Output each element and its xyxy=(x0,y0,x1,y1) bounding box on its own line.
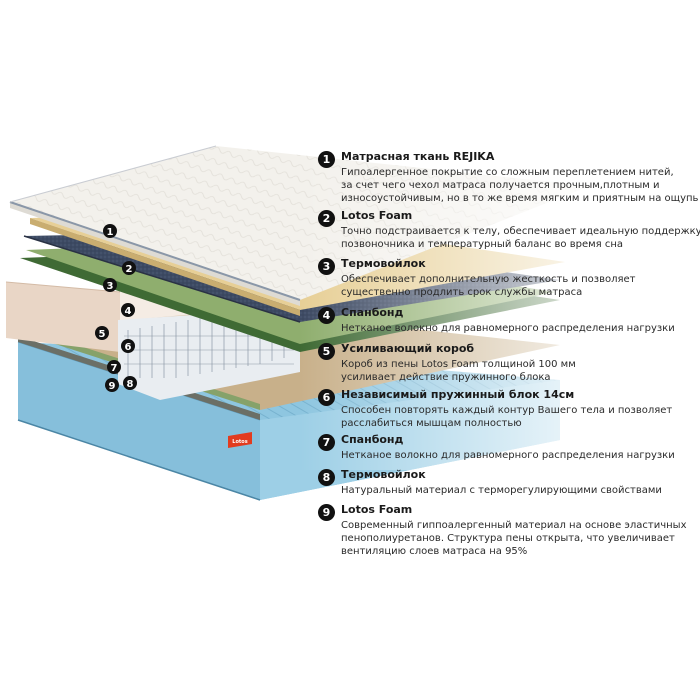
layer-badge-4-label: 4 xyxy=(125,306,132,317)
layer-title: Спанбонд xyxy=(341,306,404,319)
layer-badge-4: 4 xyxy=(121,303,135,317)
layer-description: Нетканое волокно для равномерного распре… xyxy=(341,323,675,334)
layer-badge-5-label: 5 xyxy=(99,329,106,340)
layer-title: Матрасная ткань REJIKA xyxy=(341,150,495,163)
layer-number-7: 7 xyxy=(318,434,335,451)
layer-badge-5: 5 xyxy=(95,326,109,340)
layer-title: Термовойлок xyxy=(341,257,426,270)
layer-badge-7: 7 xyxy=(107,360,121,374)
layer-number-2: 2 xyxy=(318,210,335,227)
layer-description: Гипоалергенное покрытие со сложным переп… xyxy=(341,167,699,204)
layer-badge-2: 2 xyxy=(122,261,136,275)
layer-title: Lotos Foam xyxy=(341,209,413,222)
brand-tag: Lotos xyxy=(228,432,252,448)
layer-number-1: 1 xyxy=(318,151,335,168)
layer-number-4: 4 xyxy=(318,307,335,324)
layer-description: Способен повторять каждый контур Вашего … xyxy=(341,405,673,429)
layer-title: Спанбонд xyxy=(341,433,404,446)
layer-badge-8-label: 8 xyxy=(127,379,134,390)
layer-badge-9: 9 xyxy=(105,378,119,392)
layer-description: Натуральный материал с терморегулирующим… xyxy=(341,485,662,496)
layer-number-5: 5 xyxy=(318,343,335,360)
layer-description: Нетканое волокно для равномерного распре… xyxy=(341,450,675,461)
layer-title: Независимый пружинный блок 14см xyxy=(341,388,575,401)
layer-badge-3-label: 3 xyxy=(107,281,114,292)
layer-badge-8: 8 xyxy=(123,376,137,390)
layer-badge-6: 6 xyxy=(121,339,135,353)
layer-description: Современный гиппоалергенный материал на … xyxy=(341,520,687,557)
layer-badge-1: 1 xyxy=(103,224,117,238)
brand-tag-label: Lotos xyxy=(232,439,247,445)
layer-title: Усиливающий короб xyxy=(341,342,475,355)
layer-description: Короб из пены Lotos Foam толщиной 100 мм… xyxy=(341,359,576,383)
layer-number-3: 3 xyxy=(318,258,335,275)
layer-number-8: 8 xyxy=(318,469,335,486)
layer-description: Обеспечивает дополнительную жесткость и … xyxy=(341,274,636,298)
layer-number-9: 9 xyxy=(318,504,335,521)
layer-badge-1-label: 1 xyxy=(107,227,114,238)
layer-title: Термовойлок xyxy=(341,468,426,481)
layer-badge-3: 3 xyxy=(103,278,117,292)
layer-badge-6-label: 6 xyxy=(125,342,132,353)
layer-badge-9-label: 9 xyxy=(109,381,116,392)
layer-title: Lotos Foam xyxy=(341,503,413,516)
layer-number-6: 6 xyxy=(318,389,335,406)
layer-badge-7-label: 7 xyxy=(111,363,118,374)
layer-description: Точно подстраивается к телу, обеспечивае… xyxy=(341,226,700,250)
layer-badge-2-label: 2 xyxy=(126,264,133,275)
